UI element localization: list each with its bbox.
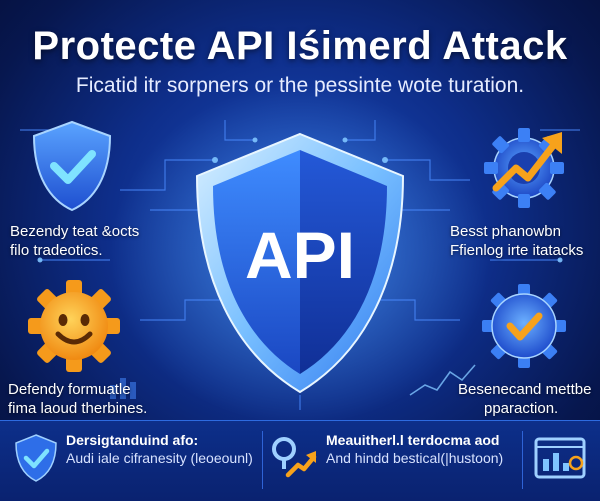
page-title: Protecte API Iśimerd Attack <box>32 24 568 68</box>
feature-top-left-line1: Bezendy teat &octs <box>10 223 140 240</box>
feature-bottom-right-caption: Besenecand mettbe pparaction. <box>458 380 591 418</box>
feature-top-left-line2: filo tradeotics. <box>10 242 103 259</box>
api-label: API <box>245 218 355 292</box>
bottom-info-bar: Dersigtanduind afo: Audi iale cifranesit… <box>0 420 600 501</box>
feature-bottom-right-line1: Besenecand mettbe <box>458 381 592 398</box>
feature-top-right-line1: Besst phanowbn <box>450 223 561 240</box>
search-trend-icon <box>268 433 318 483</box>
bottom-item-1-desc: Audi iale cifranesity (leoeounl) <box>66 450 253 466</box>
shield-check-icon <box>30 118 114 214</box>
bottom-divider <box>522 431 523 489</box>
feature-top-right-line2: Ffienlog irte itatacks <box>450 242 584 259</box>
page-subtitle: Ficatid itr sorpners or the pessinte wot… <box>75 74 525 97</box>
feature-bottom-left-line2: fima laoud therbines. <box>8 400 148 417</box>
shield-check-icon <box>14 433 58 483</box>
feature-bottom-left-line1: Defendy formuatle <box>8 381 131 398</box>
gear-check-icon <box>478 280 570 372</box>
gear-trend-up-icon <box>478 120 570 212</box>
bottom-item-1: Dersigtanduind afo: Audi iale cifranesit… <box>66 431 253 467</box>
bottom-divider <box>262 431 263 489</box>
feature-bottom-left-caption: Defendy formuatle fima laoud therbines. <box>8 380 147 418</box>
bottom-item-2-title: Meauitherl.l terdocma aod <box>326 432 500 448</box>
api-shield-icon: API <box>185 128 415 398</box>
bottom-item-2-desc: And hindd bestical(|hustoon) <box>326 450 504 466</box>
bottom-item-2: Meauitherl.l terdocma aod And hindd best… <box>326 431 503 467</box>
analytics-dashboard-icon <box>532 433 588 483</box>
smiley-gear-icon <box>22 278 126 374</box>
feature-top-right-caption: Besst phanowbn Ffienlog irte itatacks <box>450 222 583 260</box>
feature-top-left-caption: Bezendy teat &octs filo tradeotics. <box>10 222 139 260</box>
bottom-item-1-title: Dersigtanduind afo: <box>66 432 199 448</box>
feature-bottom-right-line2: pparaction. <box>484 400 559 417</box>
